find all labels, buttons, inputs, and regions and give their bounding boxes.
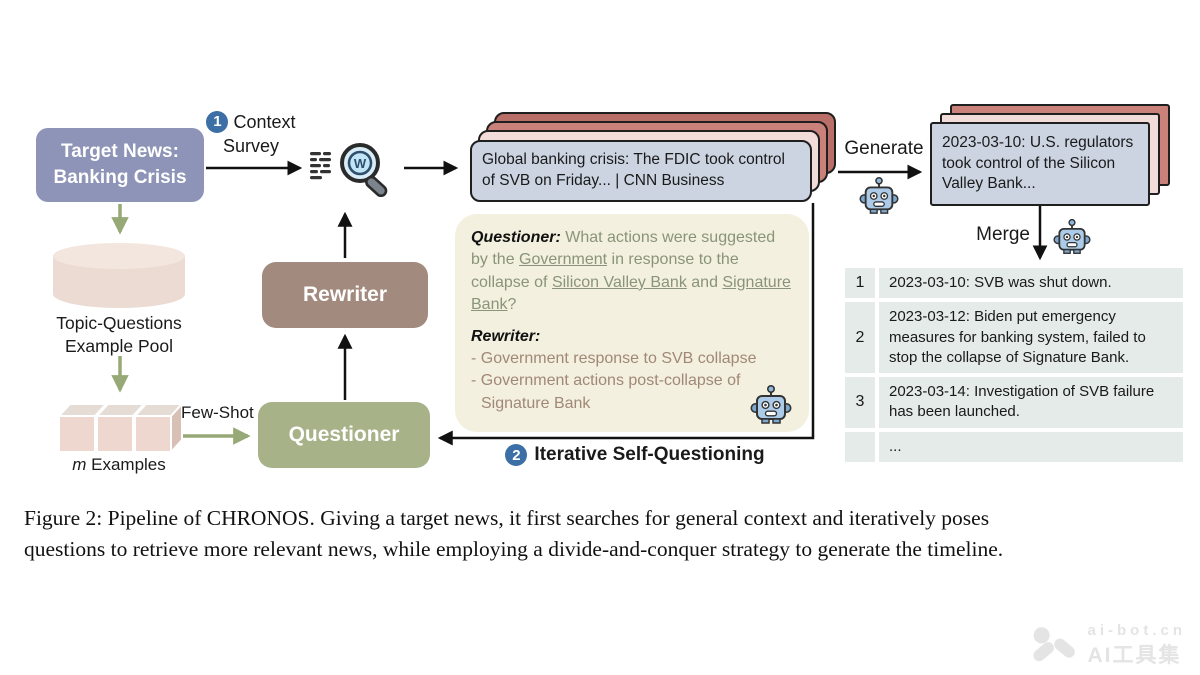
row-text: 2023-03-12: Biden put emergency measures…: [879, 302, 1183, 373]
watermark: ai-bot.cn AI工具集: [1030, 622, 1187, 669]
example-pool-cylinder-icon: [53, 243, 185, 308]
search-w-letter: W: [354, 156, 367, 171]
rewriter-label: Rewriter:: [471, 327, 541, 345]
questioner-box: Questioner: [258, 402, 430, 468]
caption-line2: questions to retrieve more relevant news…: [24, 536, 1004, 561]
row-text: 2023-03-10: SVB was shut down.: [879, 268, 1183, 299]
web-search-icon: W: [310, 143, 388, 198]
pool-label: Topic-Questions Example Pool: [19, 312, 219, 358]
news-card-text: Global banking crisis: The FDIC took con…: [482, 151, 785, 189]
rewriter-box: Rewriter: [262, 262, 428, 328]
question-part4: ?: [507, 296, 517, 314]
entity-svb: Silicon Valley Bank: [551, 273, 687, 291]
note-robot-icon: [749, 384, 793, 426]
question-part3: and: [686, 273, 723, 291]
target-news-box: Target News: Banking Crisis: [36, 128, 204, 202]
few-shot-label: Few-Shot: [181, 403, 254, 422]
pool-label-line2: Example Pool: [65, 335, 173, 356]
timeline-table: 1 2023-03-10: SVB was shut down. 2 2023-…: [845, 268, 1183, 462]
rewrite-bullet-1: - Government response to SVB collapse: [471, 349, 757, 367]
news-card: Global banking crisis: The FDIC took con…: [470, 140, 812, 202]
question-part2: in response to the collapse of: [471, 251, 739, 291]
watermark-logo-icon: [1032, 626, 1075, 661]
row-text: ...: [879, 431, 1183, 462]
entity-signature-bank: Signature Bank: [471, 273, 791, 314]
target-news-line2: Banking Crisis: [53, 167, 187, 188]
row-number: 3: [845, 377, 875, 428]
entity-government: Government: [519, 251, 608, 269]
examples-cubes-icon: [56, 401, 184, 455]
examples-word: Examples: [86, 455, 166, 474]
rewrite-bullet-2: - Government actions post-collapse of Si…: [471, 372, 741, 412]
m-symbol: m: [72, 455, 87, 474]
watermark-site: ai-bot.cn: [1087, 622, 1186, 639]
watermark-name: AI工具集: [1087, 644, 1182, 667]
question-part1: What actions were suggested by the: [471, 229, 776, 269]
step1-badge: 1: [206, 111, 229, 134]
table-row: 3 2023-03-14: Investigation of SVB failu…: [845, 377, 1183, 428]
row-number: [845, 431, 875, 462]
summary-card-text: 2023-03-10: U.S. regulators took control…: [942, 133, 1134, 193]
step2-badge: 2: [505, 444, 528, 466]
row-text: 2023-03-14: Investigation of SVB failure…: [879, 377, 1183, 428]
questioner-label: Questioner:: [471, 229, 561, 246]
step1-word1: Context: [233, 112, 296, 132]
generate-robot-icon: [858, 176, 900, 216]
table-row: 2 2023-03-12: Biden put emergency measur…: [845, 302, 1183, 373]
step1-word2: Survey: [222, 136, 280, 157]
retrieved-news-stack: Global banking crisis: The FDIC took con…: [470, 112, 840, 207]
summary-card-stack: 2023-03-10: U.S. regulators took control…: [930, 104, 1172, 209]
step2-text: Iterative Self-Questioning: [534, 444, 765, 465]
m-examples-label: m Examples: [39, 455, 199, 475]
row-number: 2: [845, 302, 875, 373]
table-row: ...: [845, 431, 1183, 462]
generate-label: Generate: [844, 138, 924, 159]
row-number: 1: [845, 268, 875, 299]
step2-label: 2 Iterative Self-Questioning: [470, 444, 800, 466]
questioner-paragraph: Questioner: What actions were suggested …: [471, 227, 793, 317]
table-row: 1 2023-03-10: SVB was shut down.: [845, 268, 1183, 299]
target-news-line1: Target News:: [61, 140, 179, 162]
self-questioning-note: Questioner: What actions were suggested …: [455, 214, 809, 432]
pool-label-line1: Topic-Questions: [56, 313, 182, 333]
merge-robot-icon: [1052, 218, 1092, 256]
caption-line1: Figure 2: Pipeline of CHRONOS. Giving a …: [24, 506, 990, 530]
merge-label: Merge: [976, 224, 1030, 245]
figure-caption: Figure 2: Pipeline of CHRONOS. Giving a …: [24, 503, 1178, 564]
summary-card: 2023-03-10: U.S. regulators took control…: [930, 122, 1150, 206]
step1-label: 1 Context Survey: [196, 110, 306, 159]
